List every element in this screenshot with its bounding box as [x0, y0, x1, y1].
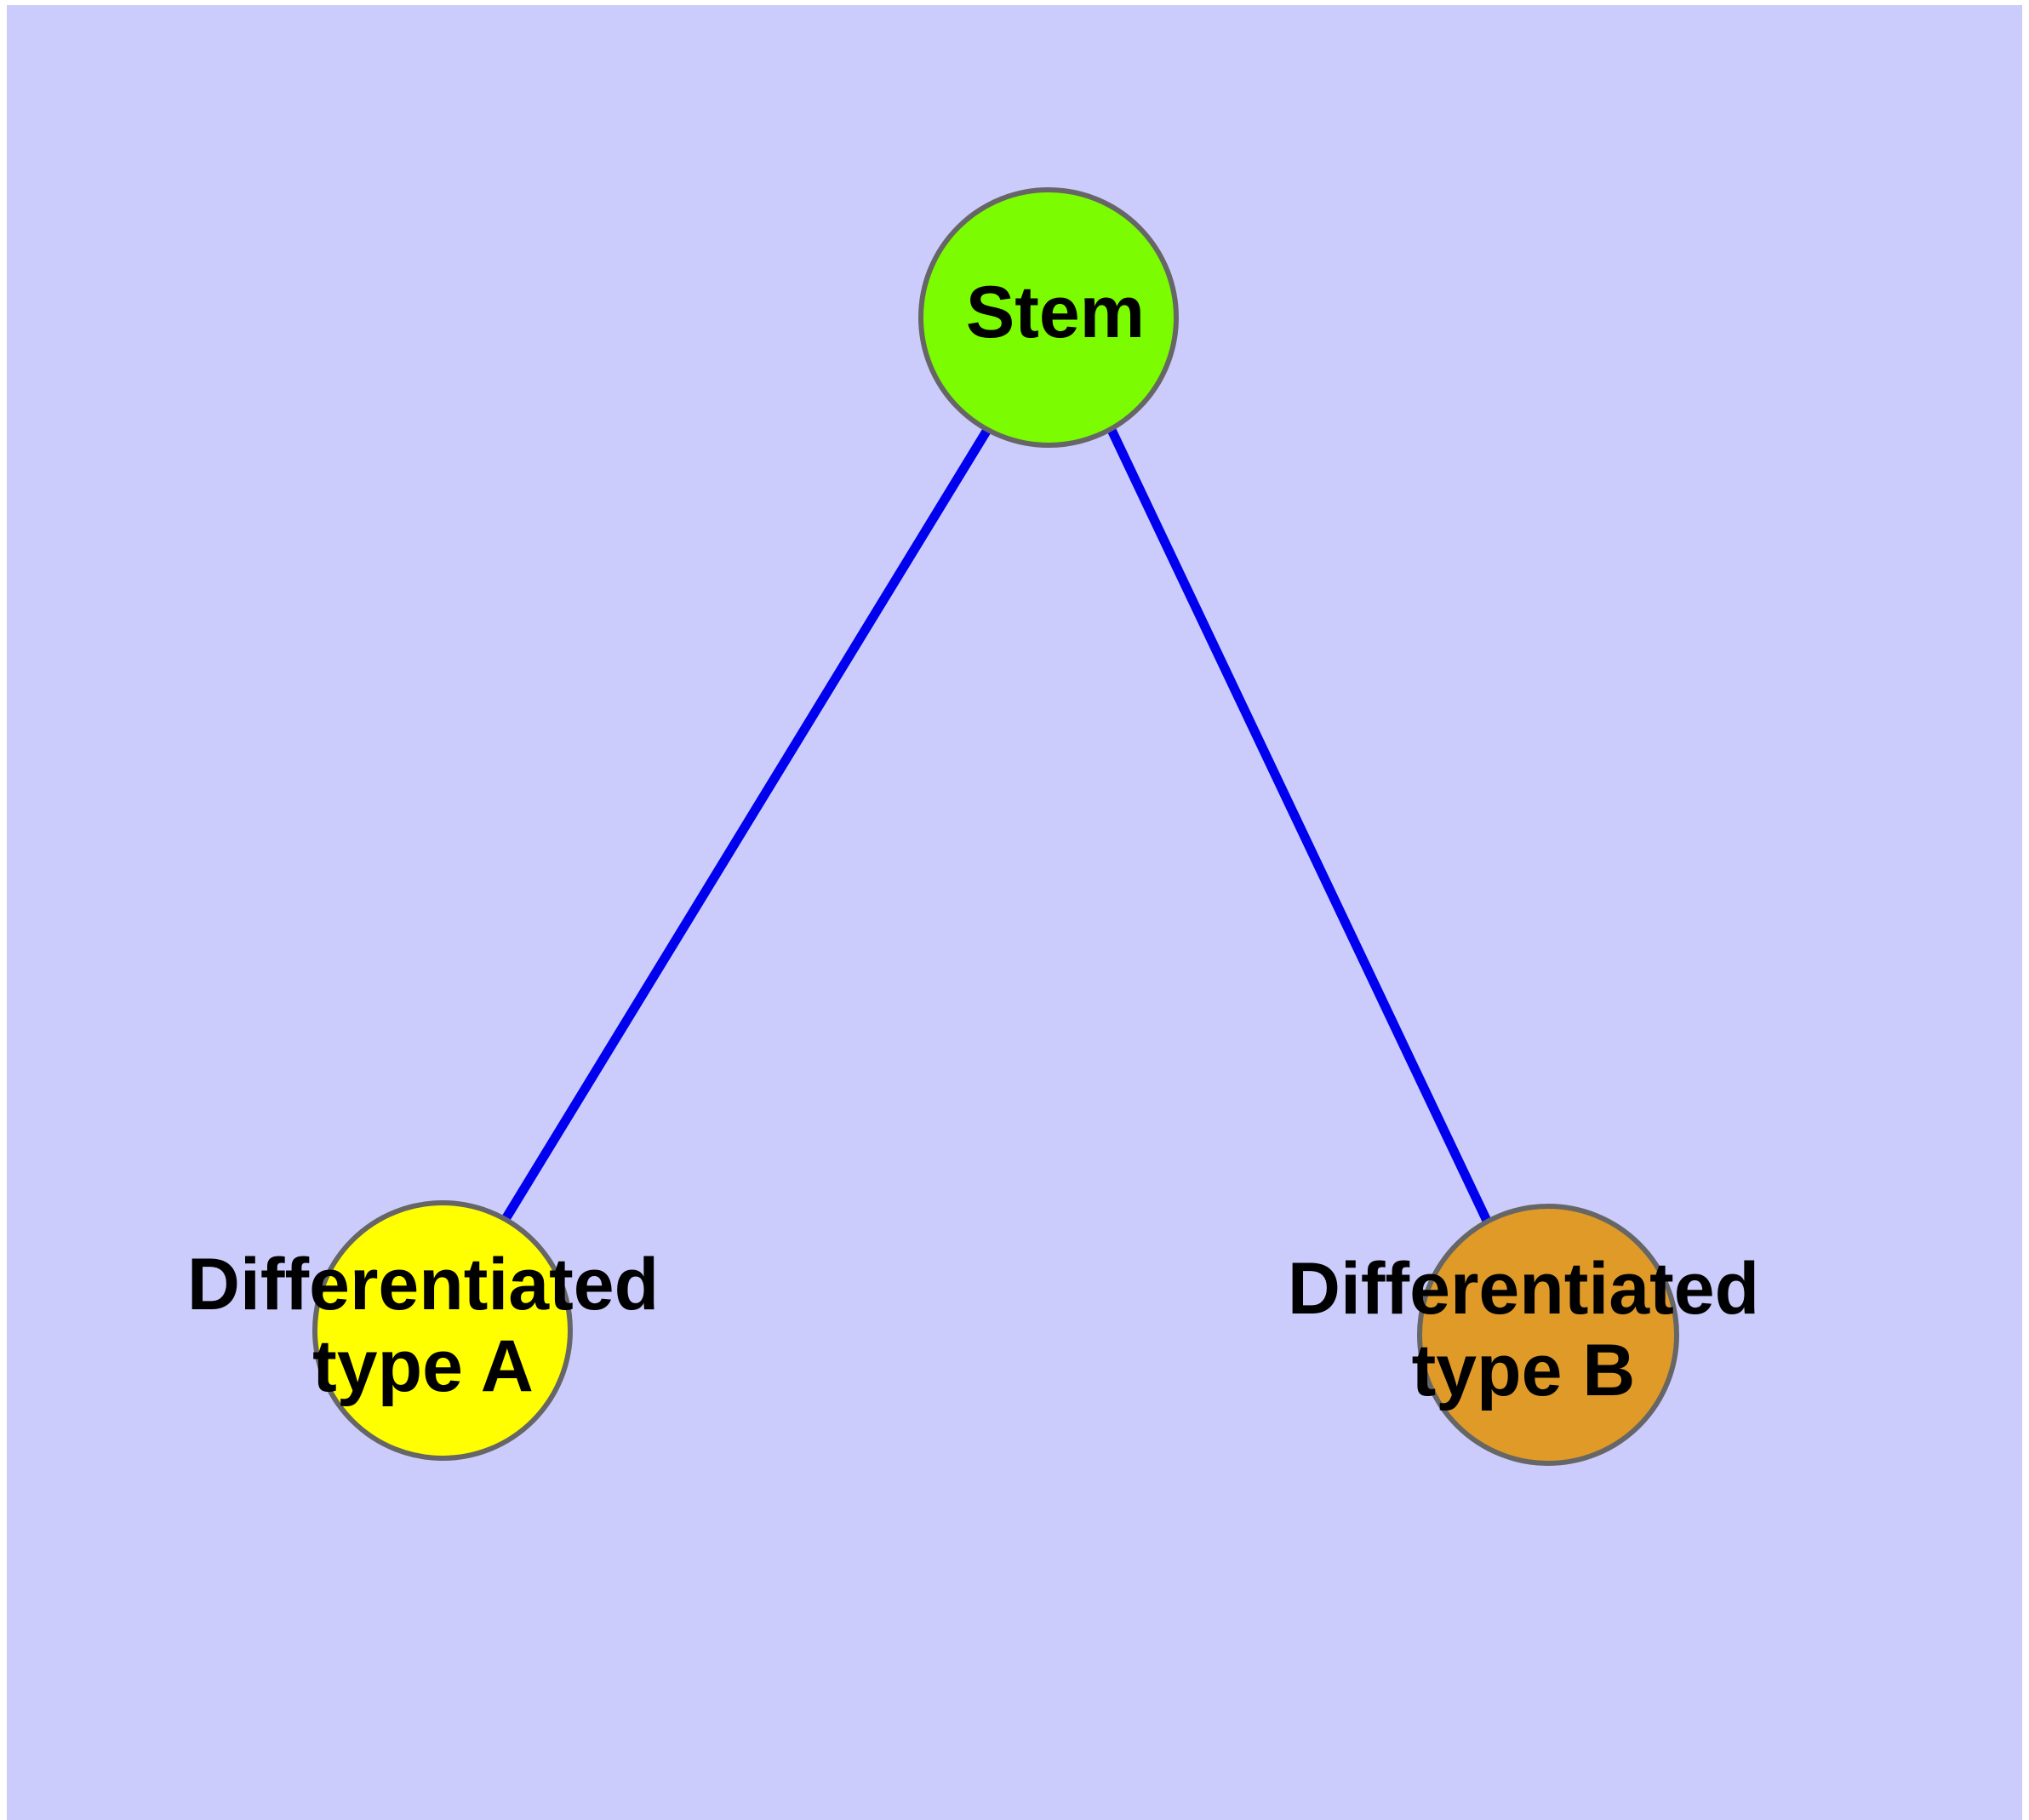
label-line: Differentiated [187, 1244, 659, 1325]
graph-edge[interactable] [501, 427, 992, 1222]
graph-node-diff_a[interactable] [312, 1200, 573, 1461]
label-line: type B [1412, 1330, 1636, 1411]
graph-node-stem[interactable] [918, 187, 1179, 448]
graph-node-diff_b[interactable] [1417, 1204, 1679, 1466]
nodes-group [312, 187, 1679, 1466]
label-line: Differentiated [1288, 1248, 1759, 1330]
graph-edge[interactable] [1107, 427, 1491, 1223]
label-line: Stem [966, 272, 1145, 353]
edges-group [501, 427, 1491, 1223]
graph-node-label-stem: Stem [966, 272, 1145, 353]
label-line: type A [312, 1325, 534, 1407]
